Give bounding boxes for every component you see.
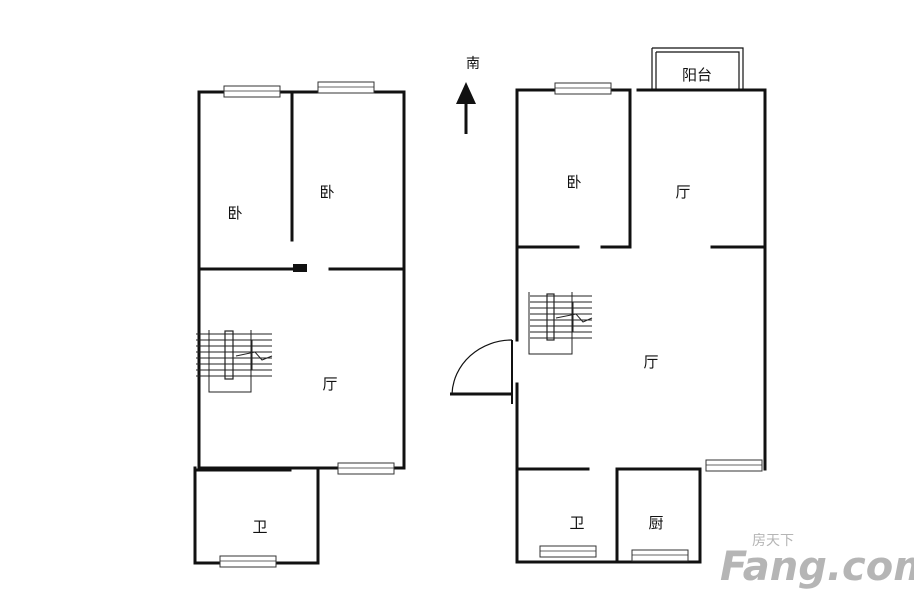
left-unit: 卧 卧 厅 卫 <box>193 81 406 568</box>
watermark: 房天下 Fang.com <box>720 533 914 590</box>
left-bedroom-left-label: 卧 <box>227 204 242 222</box>
entry-door <box>450 339 513 404</box>
right-hall-top-label: 厅 <box>675 183 690 201</box>
compass: 南 <box>456 56 480 134</box>
right-window-1 <box>554 82 612 95</box>
right-service-wall <box>515 467 702 564</box>
right-bedroom-label: 卧 <box>566 173 581 191</box>
left-staircase <box>196 330 273 393</box>
watermark-brand: Fang.com <box>720 544 914 590</box>
right-balcony-label: 阳台 <box>682 66 712 84</box>
left-wall-stub <box>293 264 307 272</box>
right-living-label: 厅 <box>643 353 658 371</box>
compass-label: 南 <box>466 56 480 72</box>
left-bathroom-label: 卫 <box>252 518 267 536</box>
left-bedroom-right-label: 卧 <box>319 183 334 201</box>
left-window-4 <box>219 555 277 568</box>
right-window-2 <box>705 459 763 472</box>
right-window-3 <box>539 545 597 558</box>
left-unit-outer-wall <box>197 90 406 470</box>
arrow-head-icon <box>456 82 476 104</box>
right-bathroom-label: 卫 <box>569 514 584 532</box>
right-north-wall-2 <box>636 88 767 471</box>
watermark-chinese: 房天下 <box>752 533 794 549</box>
right-unit: 阳台 卧 厅 厅 卫 厨 <box>450 47 767 564</box>
left-living-label: 厅 <box>322 375 337 393</box>
left-window-1 <box>223 85 281 98</box>
right-window-4 <box>631 549 689 562</box>
left-window-2 <box>317 81 375 94</box>
left-window-3 <box>337 462 395 475</box>
right-balcony-wall <box>656 51 740 90</box>
right-kitchen-label: 厨 <box>648 514 663 532</box>
left-bathroom-wall <box>193 466 320 565</box>
right-staircase <box>528 292 593 355</box>
